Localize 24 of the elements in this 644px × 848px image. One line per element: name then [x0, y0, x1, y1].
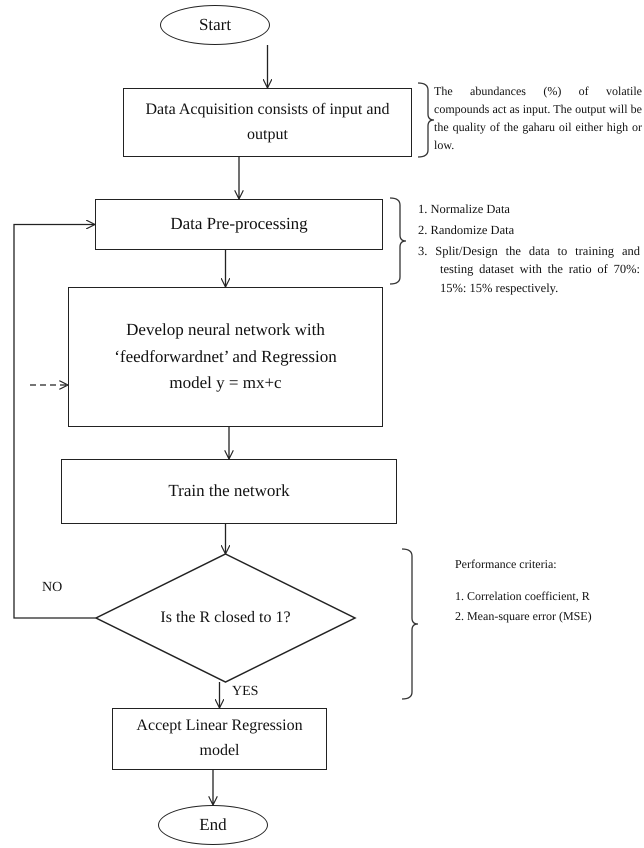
arrow [224, 427, 234, 460]
process-box: Accept Linear Regression model [112, 708, 327, 770]
process-box: Develop neural network with ‘feedforwardnet’ and Regression model y = mx+c [68, 287, 383, 427]
terminal-ellipse: Start [160, 5, 270, 45]
process-box: Data Acquisition consists of input and output [123, 88, 412, 157]
list-item: 1. Normalize Data [418, 201, 511, 218]
arrow [13, 219, 96, 619]
arrow [262, 45, 273, 89]
process-box: Train the network [61, 459, 397, 524]
list-item: 2. Mean-square error (MSE) [455, 608, 593, 625]
arrow [220, 524, 231, 555]
list-item: 1. Correlation coefficient, R [455, 588, 591, 605]
terminal-ellipse: End [158, 805, 268, 845]
decision-diamond: Is the R closed to 1? [96, 554, 355, 682]
arrow [220, 250, 231, 288]
arrow [30, 380, 69, 390]
arrow [208, 770, 218, 806]
side-note: The abundances (%) of volatile compounds act as input. The output will be the quality of the gaharu oil either high or low. [434, 83, 642, 154]
list-item: 2. Randomize Data [418, 222, 516, 239]
note-heading: Performance criteria: [455, 556, 558, 573]
process-box: Data Pre-processing [95, 199, 383, 250]
list-item: 3. Split/Design the data to training and testing dataset with the ratio of 70%: 15%: 15% respectively. [418, 242, 640, 297]
arrow [214, 682, 225, 709]
arrow [234, 157, 244, 200]
